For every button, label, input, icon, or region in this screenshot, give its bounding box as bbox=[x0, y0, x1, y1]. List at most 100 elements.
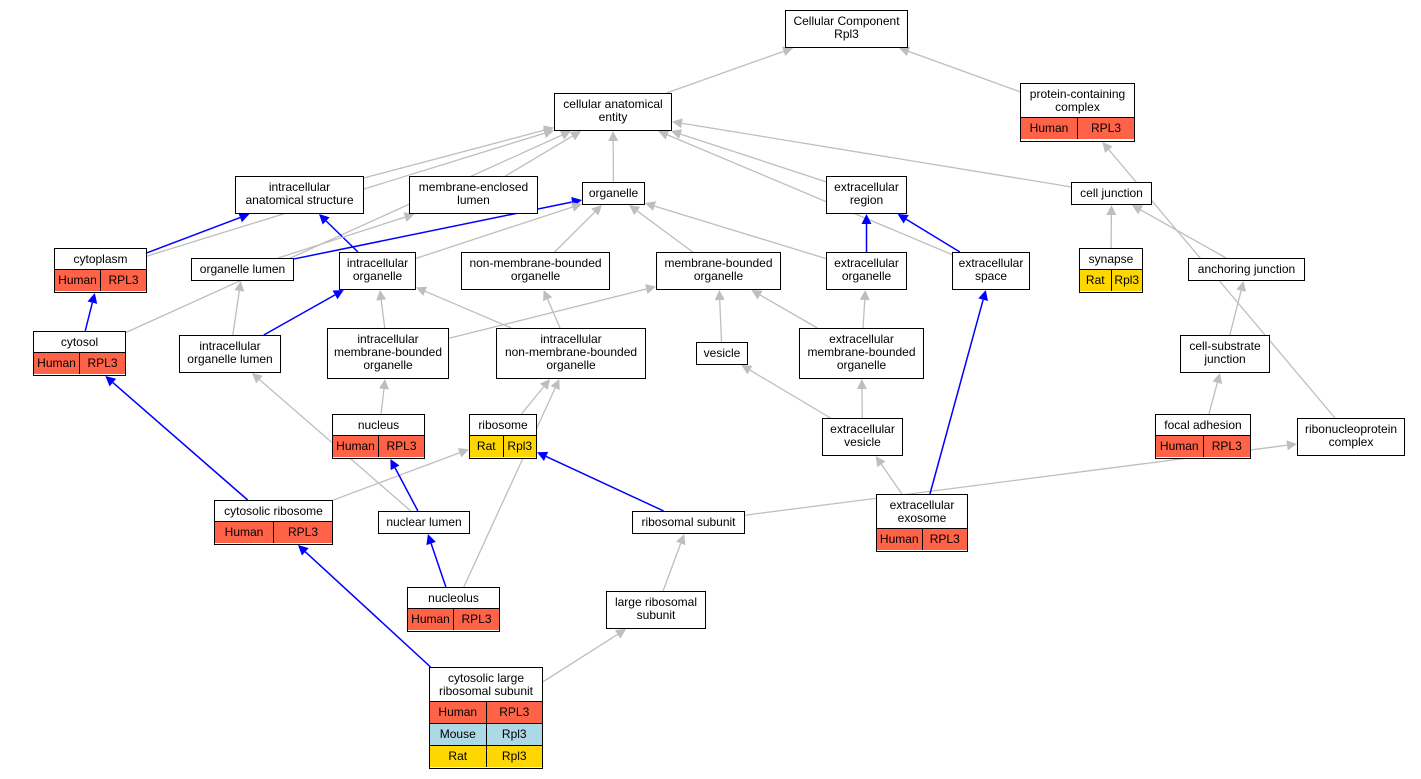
edge-arrowhead bbox=[875, 456, 886, 468]
edge-line bbox=[680, 133, 827, 183]
node-cell-junction[interactable]: cell junction bbox=[1071, 182, 1152, 205]
edge-line bbox=[654, 205, 827, 260]
edge-cae-to-root bbox=[666, 46, 794, 94]
gene-label: Rpl3 bbox=[485, 724, 543, 745]
edge-exorg-to-org bbox=[645, 201, 827, 260]
node-vesicle[interactable]: vesicle bbox=[696, 342, 748, 365]
node-organelle[interactable]: organelle bbox=[582, 182, 645, 205]
organism-label: Human bbox=[879, 532, 919, 546]
edge-exspace-to-exreg bbox=[897, 214, 961, 253]
organism-label: Human bbox=[224, 525, 264, 539]
edge-icol-to-orglum bbox=[232, 281, 245, 336]
edge-arrowhead bbox=[741, 365, 753, 375]
edge-exmbo-to-exorg bbox=[859, 290, 870, 329]
edge-arrowhead bbox=[856, 379, 867, 390]
edge-arrowhead bbox=[751, 290, 763, 300]
edge-icnmbo-to-nmbo bbox=[543, 290, 561, 329]
node-title: vesicle bbox=[703, 346, 741, 360]
edge-line bbox=[277, 216, 406, 259]
node-nucleus[interactable]: nucleus Human RPL3 bbox=[332, 414, 425, 459]
node-nuclear-lumen[interactable]: nuclear lumen bbox=[378, 511, 470, 534]
annotation-row: Human RPL3 bbox=[430, 701, 542, 723]
organism-label: Rat bbox=[476, 439, 496, 453]
node-cytosol[interactable]: cytosol Human RPL3 bbox=[33, 331, 126, 376]
edge-cytrib-to-cytosol bbox=[105, 376, 249, 501]
edge-line bbox=[681, 122, 1072, 188]
node-anchoring-junction[interactable]: anchoring junction bbox=[1188, 258, 1305, 281]
organism-label: Rat bbox=[448, 749, 468, 763]
node-focal-adhesion[interactable]: focal adhesion Human RPL3 bbox=[1155, 414, 1251, 459]
edge-org-to-cae bbox=[608, 131, 619, 183]
edge-line bbox=[415, 206, 573, 259]
edge-arrowhead bbox=[1236, 281, 1246, 292]
edge-nmbo-to-org bbox=[554, 205, 602, 253]
node-title: cytosolic ribosome bbox=[224, 504, 323, 518]
edge-arrowhead bbox=[608, 131, 619, 142]
edge-arrowhead bbox=[645, 284, 656, 294]
node-title: nuclear lumen bbox=[386, 515, 462, 529]
edge-arrowhead bbox=[781, 46, 794, 57]
edge-line bbox=[667, 134, 953, 256]
edge-exves-to-exmbo bbox=[856, 379, 867, 419]
edge-arrowhead bbox=[1102, 142, 1113, 153]
node-ribosomal-subunit[interactable]: ribosomal subunit bbox=[632, 511, 745, 534]
node-cytoplasm[interactable]: cytoplasm Human RPL3 bbox=[54, 248, 147, 293]
edge-line bbox=[424, 290, 512, 329]
node-title: ribosomal subunit bbox=[641, 515, 736, 529]
edge-synapse-to-celljunc bbox=[1106, 205, 1117, 249]
edge-line bbox=[332, 452, 460, 501]
organism-label: Rat bbox=[1085, 273, 1105, 287]
edge-line bbox=[394, 467, 419, 512]
edge-line bbox=[547, 298, 561, 329]
edge-line bbox=[1208, 382, 1218, 415]
organism-label: Human bbox=[37, 356, 76, 370]
node-synapse[interactable]: synapse Rat Rpl3 bbox=[1079, 248, 1143, 293]
annotation-row: Human RPL3 bbox=[1021, 117, 1134, 139]
edge-line bbox=[263, 294, 336, 336]
node-ribosome[interactable]: ribosome Rat Rpl3 bbox=[469, 414, 537, 459]
edge-line bbox=[880, 463, 903, 495]
edge-line bbox=[636, 210, 694, 253]
edge-arrowhead bbox=[542, 128, 554, 138]
node-organelle-lumen[interactable]: organelle lumen bbox=[191, 258, 294, 281]
edge-line bbox=[545, 455, 665, 512]
node-cytosolic-ribosome[interactable]: cytosolic ribosome Human RPL3 bbox=[214, 500, 333, 545]
annotation-row: Human RPL3 bbox=[333, 435, 424, 457]
edge-celljunc-to-cae bbox=[672, 118, 1072, 188]
edge-mel-to-cae bbox=[505, 131, 582, 177]
annotation-row: Rat Rpl3 bbox=[470, 435, 536, 457]
edge-arrowhead bbox=[978, 290, 988, 301]
gene-label: RPL3 bbox=[378, 436, 424, 457]
node-nucleolus[interactable]: nucleolus Human RPL3 bbox=[407, 587, 500, 632]
organism-label: Mouse bbox=[439, 727, 476, 741]
annotation-row: Human RPL3 bbox=[215, 521, 332, 543]
organism-label: Human bbox=[58, 273, 97, 287]
edge-line bbox=[1140, 209, 1227, 259]
